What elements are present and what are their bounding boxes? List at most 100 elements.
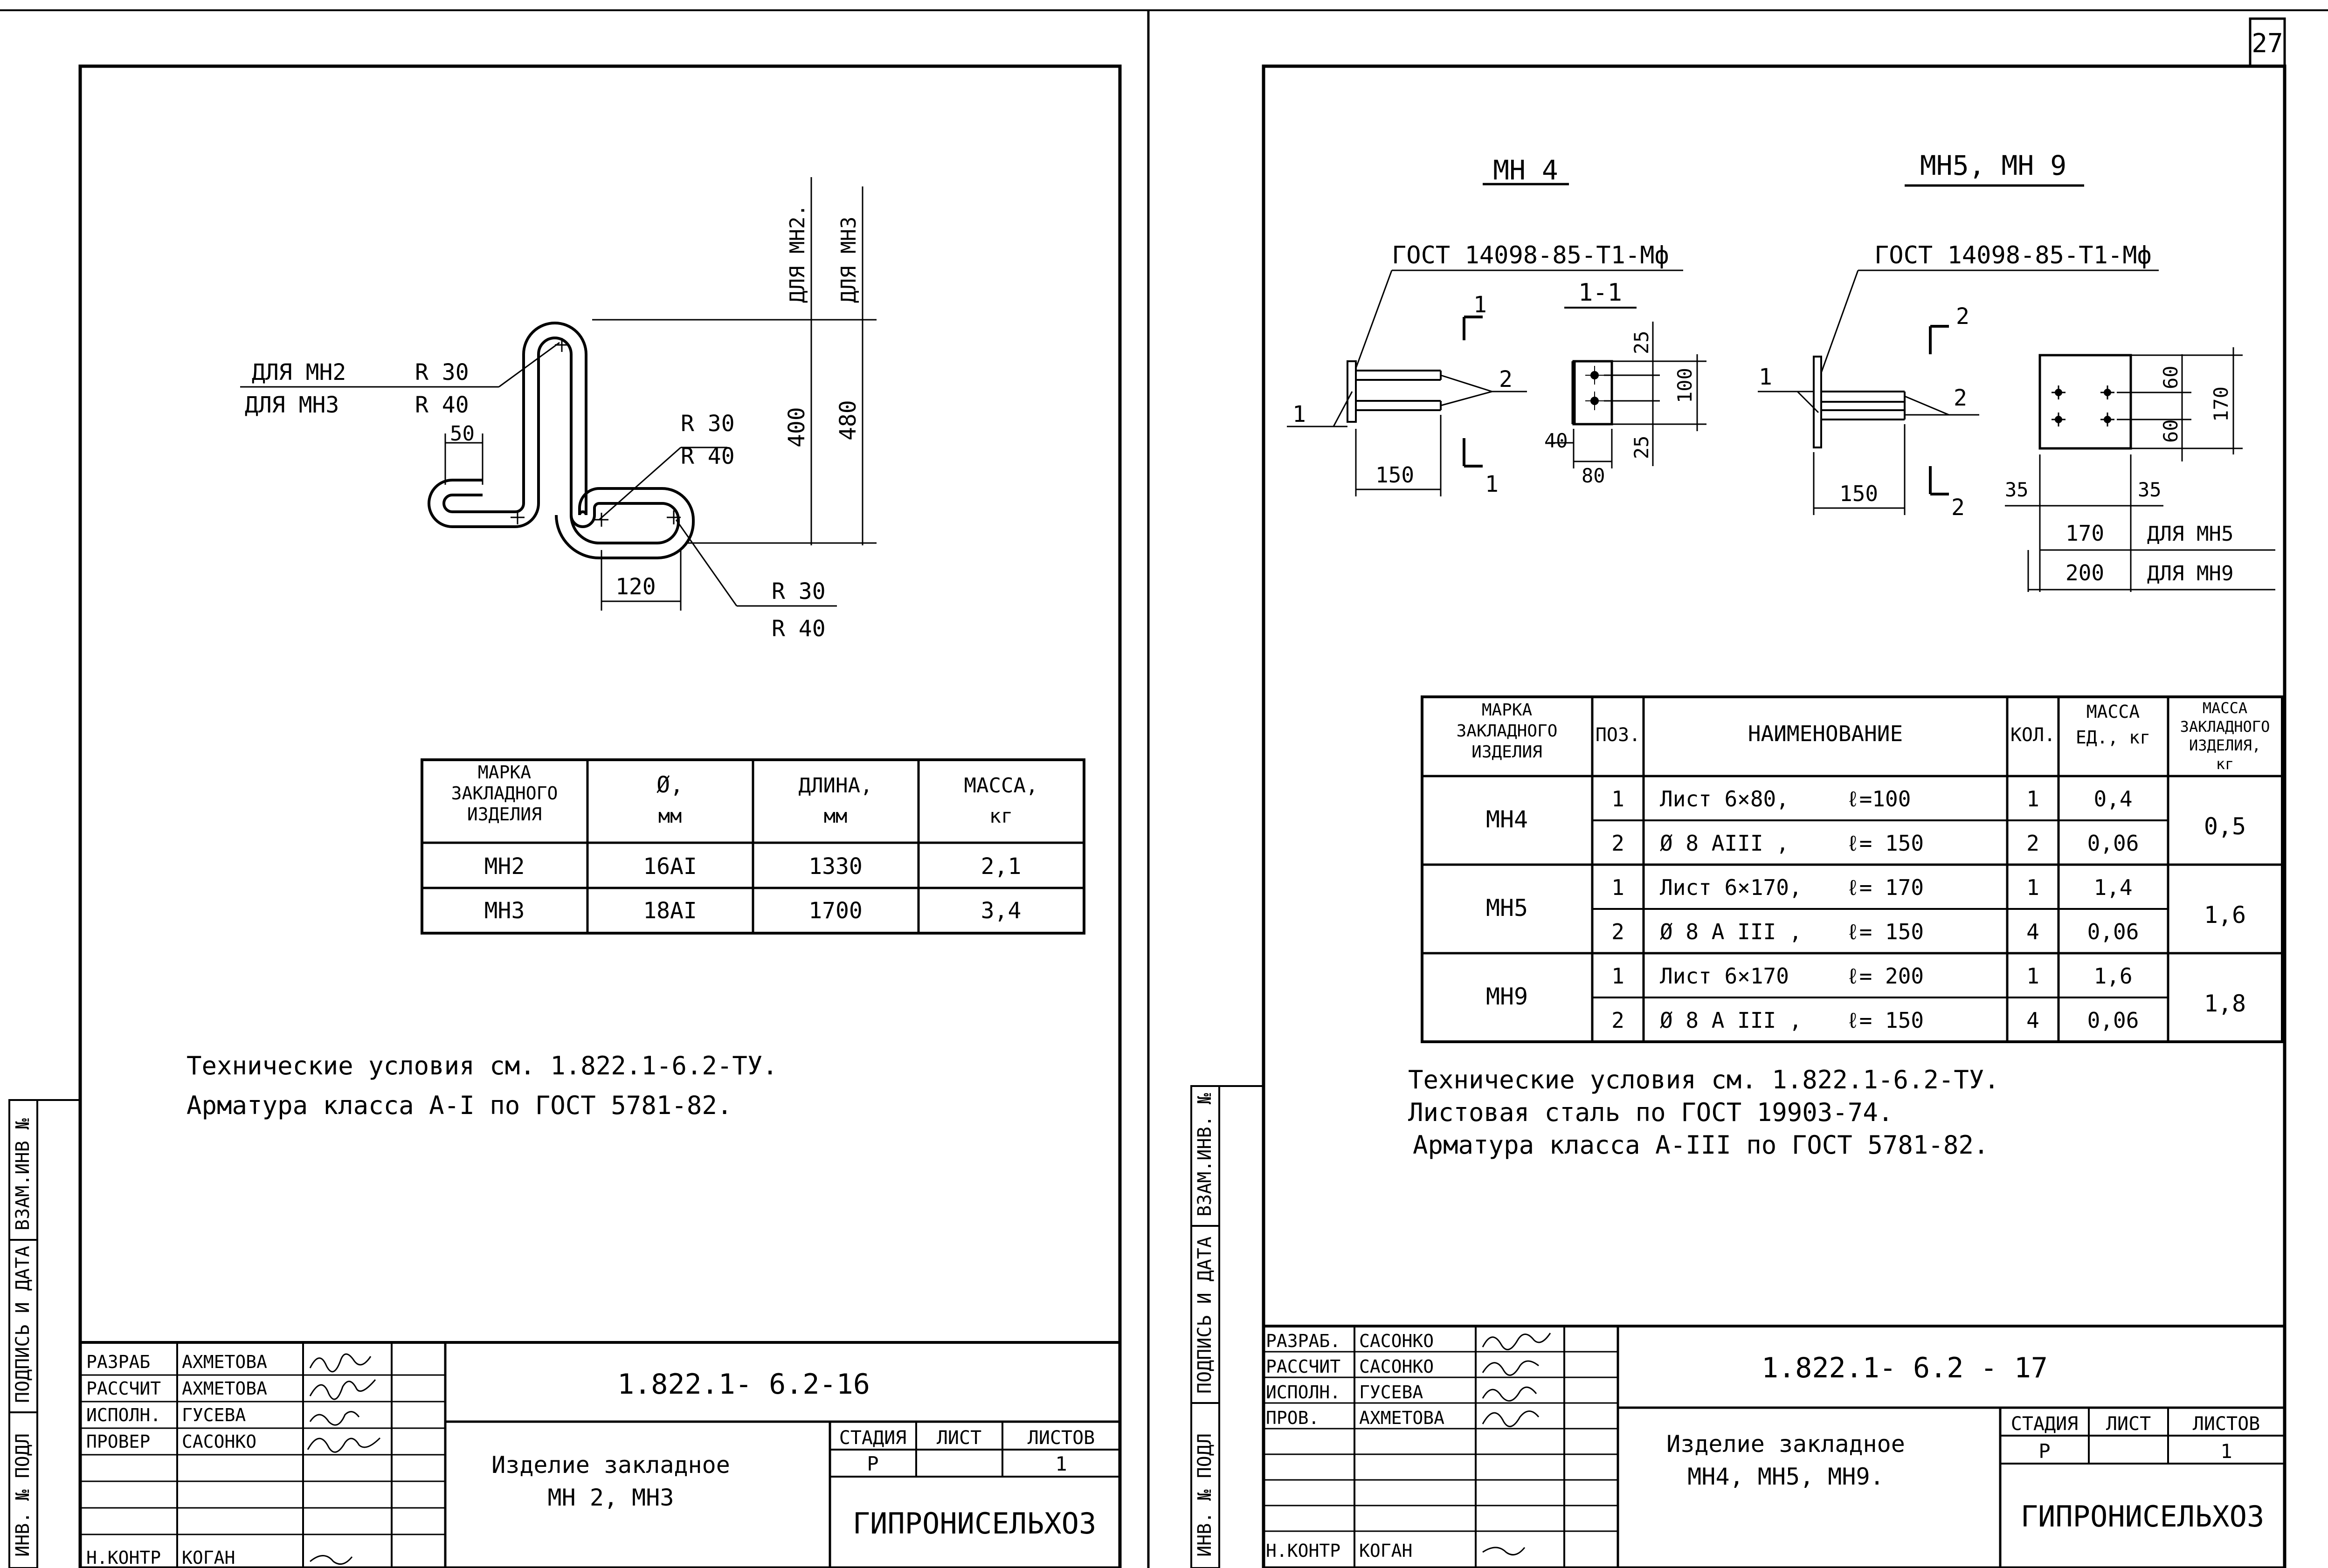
table-cell: 1700 — [808, 898, 863, 924]
position-2: 2 — [1499, 366, 1513, 392]
col-mark-line3: ИЗДЕЛИЯ — [467, 804, 542, 825]
dim-120: 120 — [615, 574, 656, 600]
vlabel-for-mn3: ДЛЯ МН3 — [837, 217, 861, 303]
position-1: 1 — [1292, 401, 1306, 427]
radius-30-top: R 30 — [415, 359, 469, 385]
col-diameter-l1: Ø, — [656, 772, 684, 798]
col-unit-mass-l1: МАССА — [2086, 701, 2140, 722]
table-cell: 2,1 — [981, 853, 1022, 880]
right-title-text: 1.822.1- 6.2 - 17 Изделие закладное МН4,… — [1666, 1352, 2264, 1534]
stamp-inv-podl: ИНВ. № ПОДЛ — [12, 1433, 34, 1557]
col-mass-l2: кг — [989, 805, 1013, 827]
dim-400: 400 — [784, 407, 810, 447]
table-length: ℓ=100 — [1846, 786, 1911, 812]
vlabel-for-mn2: ДЛЯ МН2. — [786, 204, 809, 303]
table-name: Лист 6×170 — [1660, 963, 1789, 989]
col-mark-line2: ЗАКЛАДНОГО — [451, 783, 558, 804]
col-mark-line1: МАРКА — [478, 762, 532, 783]
dim-150: 150 — [1839, 481, 1878, 506]
product-name: Изделие закладное — [1666, 1430, 1905, 1458]
role-person: ГУСЕВА — [1359, 1382, 1423, 1403]
table-length: ℓ= 150 — [1846, 831, 1924, 856]
organization: ГИПРОНИСЕЛЬХОЗ — [2021, 1499, 2265, 1534]
dim-200: 200 — [2065, 560, 2104, 585]
note-line: Технические условия см. 1.822.1-6.2-ТУ. — [187, 1051, 778, 1080]
label-for-mn2: ДЛЯ МН2 — [252, 359, 346, 385]
role-label: Н.КОНТР — [1266, 1540, 1340, 1561]
table-unit-mass: 0,06 — [2087, 831, 2139, 856]
dim-25-top: 25 — [1630, 330, 1653, 354]
radius-30-mid: R 30 — [681, 411, 735, 437]
label-for-mn5: ДЛЯ МН5 — [2147, 522, 2233, 546]
position-1: 1 — [1759, 364, 1772, 390]
dim-480: 480 — [835, 400, 861, 440]
table-total-mass: 1,6 — [2204, 901, 2246, 928]
role-label: ИСПОЛН. — [86, 1405, 161, 1425]
section-mark-bottom: 2 — [1951, 495, 1965, 521]
role-person: САСОНКО — [182, 1431, 256, 1452]
note-line: Листовая сталь по ГОСТ 19903-74. — [1408, 1098, 1893, 1127]
col-length-l2: мм — [824, 805, 848, 827]
mn4-drawing — [1287, 183, 1706, 496]
dim-35-right: 35 — [2138, 478, 2162, 501]
left-title-block — [80, 1341, 1120, 1568]
col-total-mass-l3: ИЗДЕЛИЯ, — [2189, 736, 2261, 754]
sheets-value: 1 — [2220, 1440, 2232, 1463]
table-pos: 2 — [1611, 831, 1624, 856]
table-qty: 1 — [2026, 875, 2039, 900]
role-person: КОГАН — [182, 1547, 235, 1568]
dim-170-vertical: 170 — [2210, 386, 2232, 422]
radius-40-mid: R 40 — [681, 443, 735, 469]
radius-40-top: R 40 — [415, 392, 469, 418]
table-name: Ø 8 А III , — [1660, 919, 1802, 944]
stage-header: СТАДИЯ — [839, 1427, 907, 1449]
dim-80: 80 — [1582, 464, 1605, 487]
table-pos: 2 — [1611, 919, 1624, 944]
col-diameter-l2: мм — [658, 805, 682, 827]
dim-40: 40 — [1544, 429, 1568, 452]
product-name: Изделие закладное — [491, 1451, 730, 1479]
stage-value: Р — [867, 1452, 878, 1475]
table-length: ℓ= 150 — [1846, 919, 1924, 944]
col-total-mass-l2: ЗАКЛАДНОГО — [2180, 718, 2270, 736]
dim-60-top: 60 — [2159, 365, 2182, 389]
stamp-vzam: ВЗАМ.ИНВ. № — [1194, 1093, 1216, 1217]
stamp-vzam: ВЗАМ.ИНВ № — [12, 1118, 34, 1231]
table-name: Лист 6×80, — [1660, 786, 1789, 812]
col-position: ПОЗ. — [1596, 724, 1640, 746]
section-mark-top: 2 — [1956, 303, 1969, 330]
dim-25-bottom: 25 — [1630, 435, 1653, 459]
left-bar-drawing — [240, 177, 877, 611]
role-person: САСОНКО — [1359, 1356, 1434, 1377]
table-mark: МН5 — [1486, 894, 1528, 922]
sheets-header: ЛИСТОВ — [1028, 1427, 1095, 1449]
table-unit-mass: 0,06 — [2087, 919, 2139, 944]
table-cell: МН2 — [484, 853, 525, 880]
role-person: КОГАН — [1359, 1540, 1412, 1561]
col-qty: КОЛ. — [2010, 724, 2055, 746]
role-label: Н.КОНТР — [86, 1547, 161, 1568]
sheet-header: ЛИСТ — [2106, 1413, 2151, 1435]
sheet-frames — [0, 9, 2328, 1568]
table-cell: 1330 — [808, 853, 863, 880]
table-mark: МН9 — [1486, 983, 1528, 1010]
radius-40-bot: R 40 — [772, 616, 826, 642]
table-cell: 18АI — [643, 898, 697, 924]
role-label: ПРОВ. — [1266, 1408, 1319, 1428]
stage-value: Р — [2038, 1440, 2050, 1463]
table-unit-mass: 1,6 — [2093, 963, 2132, 989]
doc-code: 1.822.1- 6.2 - 17 — [1762, 1352, 2048, 1384]
dim-35-left: 35 — [2005, 478, 2029, 501]
left-bar-labels: ДЛЯ МН2 ДЛЯ МН3 R 30 R 40 50 R 30 R 40 1… — [245, 204, 861, 642]
table-cell: 16АI — [643, 853, 697, 880]
label-for-mn9: ДЛЯ МН9 — [2147, 562, 2233, 585]
left-title-text: 1.822.1- 6.2-16 Изделие закладное МН 2, … — [491, 1368, 1096, 1540]
doc-code: 1.822.1- 6.2-16 — [617, 1368, 870, 1401]
note-line: Арматура класса А-III по ГОСТ 5781-82. — [1413, 1130, 1989, 1160]
sheets-header: ЛИСТОВ — [2193, 1413, 2260, 1435]
right-title-roles: РАЗРАБ. САСОНКО РАССЧИТ САСОНКО ИСПОЛН. … — [1266, 1331, 1551, 1561]
role-person: АХМЕТОВА — [182, 1378, 267, 1399]
left-table: МАРКА ЗАКЛАДНОГО ИЗДЕЛИЯ Ø, мм ДЛИНА, мм… — [421, 758, 1085, 935]
mn5-title: МН5, МН 9 — [1920, 150, 2066, 181]
